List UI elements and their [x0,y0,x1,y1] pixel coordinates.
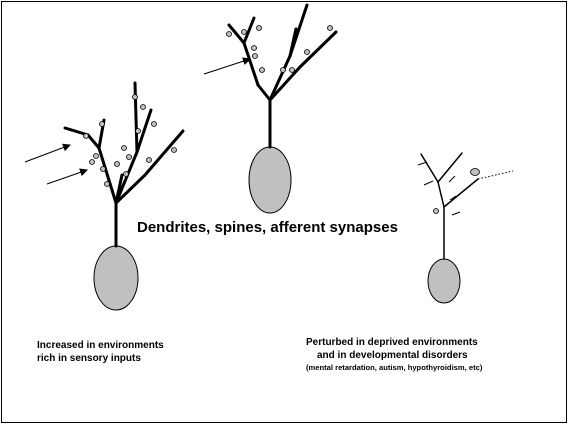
left-afferent-arrows [25,145,87,184]
enriched-caption: Increased in environments rich in sensor… [37,339,164,365]
enriched-caption-line2: rich in sensory inputs [37,352,164,365]
deprived-caption-line2: and in developmental disorders [306,350,482,363]
diagram-title: Dendrites, spines, afferent synapses [137,219,398,236]
deprived-caption: Perturbed in deprived environments and i… [306,337,482,375]
enriched-neuron [25,83,183,310]
middle-cell-body [249,147,291,213]
right-dendrite-tree [421,153,478,259]
right-dotted-afferent [478,171,513,179]
deprived-neuron [418,153,513,303]
typical-neuron [204,5,336,213]
left-cell-body [94,246,138,310]
middle-afferent-arrows [204,59,250,74]
right-cell-body [428,259,460,303]
middle-dendrite-tree [229,5,336,147]
deprived-caption-line3: (mental retardation, autism, hypothyroid… [306,362,482,375]
enriched-caption-line1: Increased in environments [37,339,164,352]
deprived-caption-line1: Perturbed in deprived environments [306,337,482,350]
